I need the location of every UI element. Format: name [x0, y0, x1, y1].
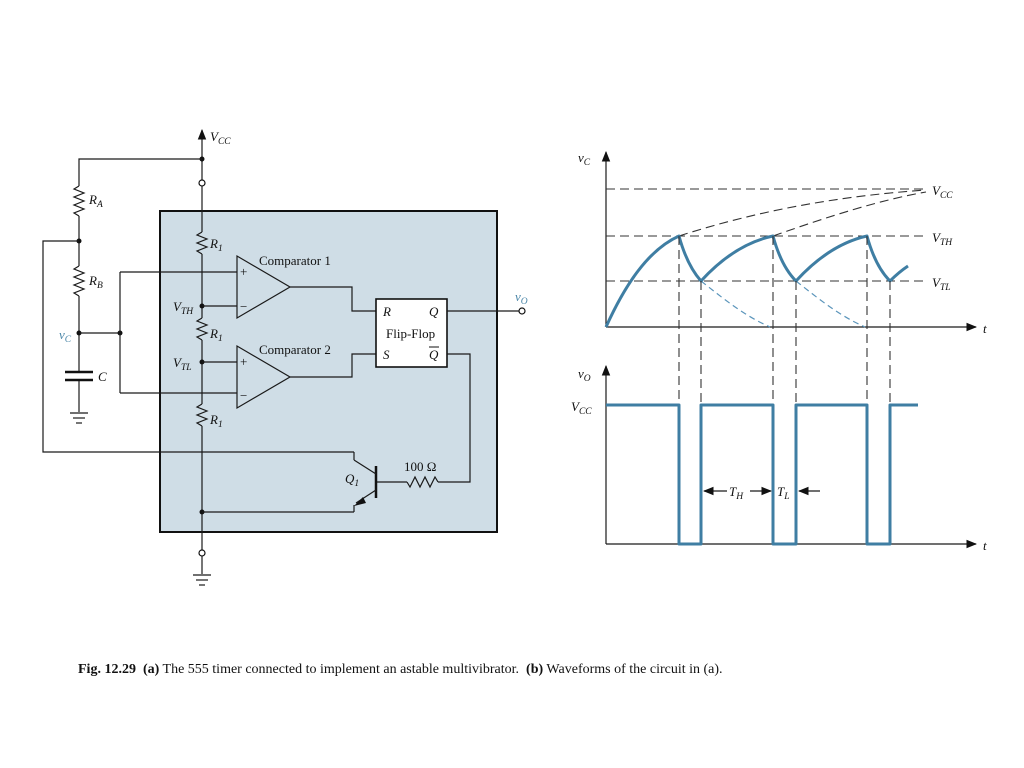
comparator-2-minus: − — [240, 388, 247, 403]
rb-label: RB — [88, 273, 103, 291]
transistor-q1 — [353, 452, 378, 512]
discharge-continuation-2 — [795, 280, 866, 328]
resistor-100-ohm — [406, 475, 439, 489]
vcc-level-label: VCC — [932, 183, 953, 201]
r1-mid-resistor — [195, 317, 209, 341]
ground-symbol-cap — [70, 412, 88, 424]
ra-resistor — [72, 185, 86, 217]
rb-resistor — [72, 265, 86, 297]
vcc-label: VCC — [210, 129, 231, 147]
resistor-100-label: 100 Ω — [404, 459, 436, 474]
ff-s-label: S — [383, 347, 390, 362]
comparator-1-label: Comparator 1 — [259, 253, 331, 268]
tl-label: TL — [777, 484, 790, 502]
capacitor-c — [65, 370, 93, 382]
vo-waveform — [606, 403, 918, 546]
comparator-1 — [236, 254, 292, 320]
discharge-continuation-1 — [700, 280, 771, 328]
ff-name: Flip-Flop — [386, 326, 435, 341]
comparator-2 — [236, 344, 292, 410]
r1-top-label: R1 — [209, 236, 223, 254]
flip-flop — [375, 298, 448, 368]
vtl-level-label: VTL — [932, 275, 951, 293]
caption-fig-number: Fig. 12.29 — [78, 662, 136, 677]
t-axis-label-top: t — [983, 321, 987, 336]
r1-mid-label: R1 — [209, 326, 223, 344]
vc-axis-label: vC — [578, 150, 591, 168]
ground-symbol-main — [193, 574, 211, 586]
comparator-2-label: Comparator 2 — [259, 342, 331, 357]
vo-axis-label: vO — [578, 366, 591, 384]
figure-caption: Fig. 12.29 (a) The 555 timer connected t… — [78, 662, 723, 678]
circuit-diagram: VCC R1 R1 R1 VTH VTL + − Comp — [42, 128, 528, 586]
caption-part-a-text: The 555 timer connected to implement an … — [159, 662, 523, 677]
timer-555-box — [159, 210, 498, 533]
vtl-node-label: VTL — [173, 355, 192, 373]
r1-bottom-label: R1 — [209, 412, 223, 430]
vo-vcc-label: VCC — [571, 399, 592, 417]
q1-label: Q1 — [345, 471, 359, 489]
vth-node-label: VTH — [173, 299, 194, 317]
caption-part-b-text: Waveforms of the circuit in (a). — [543, 662, 723, 677]
ff-r-label: R — [382, 304, 391, 319]
comparator-1-plus: + — [240, 264, 247, 279]
ff-q-label: Q — [429, 304, 439, 319]
caption-part-b: (b) — [526, 662, 544, 677]
charge-asymptote-2 — [772, 191, 927, 237]
waveform-plots: vC t VCC VTH VTL vO t VCC TH — [571, 150, 987, 553]
ff-qbar-label: Q — [429, 347, 439, 362]
vcc-pin — [198, 179, 206, 187]
c-label: C — [98, 369, 107, 384]
r1-bottom-resistor — [195, 403, 209, 427]
caption-part-a: (a) — [142, 662, 160, 677]
ground-pin — [198, 549, 206, 557]
t-axis-label-bottom: t — [983, 538, 987, 553]
charge-asymptote-1 — [678, 189, 927, 237]
r1-top-resistor — [195, 231, 209, 255]
output-pin — [518, 307, 526, 315]
comparator-2-plus: + — [240, 354, 247, 369]
vc-node-label: vC — [59, 327, 72, 345]
th-label: TH — [729, 484, 744, 502]
comparator-1-minus: − — [240, 299, 247, 314]
ra-label: RA — [88, 192, 103, 210]
vth-level-label: VTH — [932, 230, 953, 248]
vo-output-label: vO — [515, 289, 528, 307]
